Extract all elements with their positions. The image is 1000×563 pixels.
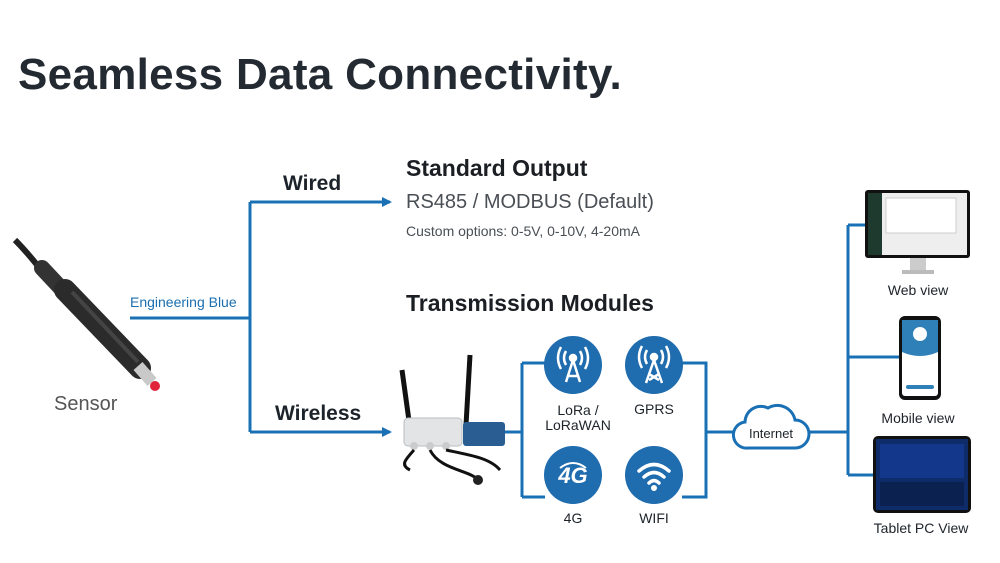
sensor-image	[12, 237, 160, 391]
wifi-label: WIFI	[639, 510, 669, 526]
wifi-module	[625, 446, 683, 504]
wifi-icon	[637, 462, 671, 491]
4g-module: 4G	[544, 446, 602, 504]
internet-label: Internet	[748, 426, 794, 441]
router-image	[399, 354, 505, 485]
phone-image	[899, 316, 941, 400]
sensor-label: Sensor	[54, 393, 118, 415]
page-title: Seamless Data Connectivity.	[18, 50, 622, 99]
lora-label-line1: LoRa /	[557, 402, 599, 418]
lora-label-line2: LoRaWAN	[545, 417, 611, 433]
view-lines	[805, 223, 900, 477]
gprs-label: GPRS	[634, 401, 674, 417]
lora-module	[544, 336, 602, 394]
gprs-module	[625, 336, 683, 394]
custom-options-text: Custom options: 0-5V, 0-10V, 4-20mA	[406, 223, 640, 239]
monitor-image	[865, 190, 970, 274]
protocol-text: RS485 / MODBUS (Default)	[406, 191, 654, 213]
lora-label: LoRa / LoRaWAN	[543, 403, 613, 433]
module-bracket-right	[682, 361, 735, 499]
4g-label: 4G	[563, 510, 583, 526]
tablet-view-label: Tablet PC View	[873, 520, 969, 536]
wired-label: Wired	[283, 172, 342, 195]
tablet-image	[873, 436, 971, 513]
transmission-heading: Transmission Modules	[406, 290, 654, 316]
web-view-label: Web view	[887, 282, 949, 298]
4g-icon: 4G	[557, 462, 588, 488]
cloud-icon	[731, 403, 811, 450]
radio-tower-icon	[556, 346, 590, 383]
mobile-view-label: Mobile view	[881, 410, 955, 426]
cable-label: Engineering Blue	[130, 294, 237, 310]
cell-tower-icon	[637, 345, 671, 384]
wireless-label: Wireless	[275, 402, 362, 425]
module-bracket-left	[505, 361, 545, 499]
standard-output-heading: Standard Output	[406, 155, 588, 181]
